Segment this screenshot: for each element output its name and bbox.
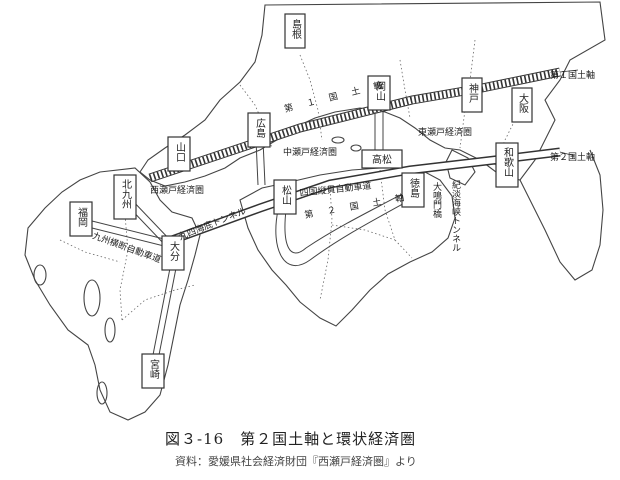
island [104, 317, 116, 343]
axis2-leader [559, 151, 576, 157]
kyushu-expressway-label: 九州横断自動車道 [91, 230, 163, 266]
city-label-shimane: 島根 [290, 18, 302, 40]
city-label-oita: 大分 [168, 240, 180, 262]
city-box-hiroshima: 広島 [247, 112, 271, 148]
city-box-matsuyama: 松山 [273, 179, 297, 215]
city-label-takamatsu: 高松 [372, 153, 392, 166]
prefecture-boundary [121, 284, 196, 321]
island [33, 264, 47, 286]
kitan-tunnel-label: 紀淡海峡トンネル [450, 179, 461, 252]
west-seto-label: 西瀬戸経済圏 [150, 184, 204, 196]
city-label-miyazaki: 宮崎 [148, 358, 160, 379]
city-box-fukuoka: 福岡 [69, 201, 93, 237]
city-box-osaka: 大阪 [511, 87, 533, 123]
city-label-kitakyushu: 北九州 [120, 179, 132, 209]
central-seto-label: 中瀬戸経済圏 [283, 146, 337, 158]
prefecture-boundary [331, 224, 396, 241]
figure-caption: 図３-16 第２国土軸と環状経済圏 資料：愛媛県社会経済財団『西瀬戸経済圏』より [165, 428, 605, 469]
kyushu-road [129, 197, 173, 243]
island [350, 144, 362, 152]
city-label-yamaguchi: 山口 [174, 142, 185, 162]
city-box-takamatsu: 高松 [361, 149, 403, 169]
city-label-osaka: 大阪 [517, 92, 529, 114]
prefecture-boundary [319, 185, 333, 301]
city-box-shimane: 島根 [284, 13, 306, 49]
island [96, 381, 108, 405]
kyushu-road [151, 257, 173, 361]
kyushu-road [79, 224, 173, 249]
city-box-miyazaki: 宮崎 [141, 353, 165, 389]
island [83, 279, 101, 317]
shikoku-coastline [239, 167, 456, 327]
axis1-end-label: 第１国土軸 [550, 69, 595, 81]
axis2-end-label: 第２国土軸 [550, 151, 595, 163]
island [331, 136, 345, 144]
kii-peninsula [519, 149, 604, 281]
city-label-hiroshima: 広島 [254, 117, 266, 139]
figure-title: 図３-16 第２国土軸と環状経済圏 [165, 430, 417, 448]
prefecture-boundary [399, 59, 411, 119]
city-box-kitakyushu: 北九州 [113, 174, 137, 220]
city-label-matsuyama: 松山 [280, 184, 292, 205]
city-box-yamaguchi: 山口 [167, 136, 191, 172]
prefecture-boundary [459, 39, 476, 149]
east-seto-label: 東瀬戸経済圏 [418, 126, 472, 138]
axis1-leader [559, 69, 579, 73]
prefecture-boundary [59, 239, 121, 263]
city-box-tokushima: 徳島 [401, 172, 425, 208]
city-label-tokushima: 徳島 [408, 177, 420, 199]
prefecture-boundary [379, 169, 413, 259]
bungo-tunnel-label: 九四海底トンネル [177, 205, 248, 243]
kyushu-road [157, 257, 179, 361]
figure-source: 資料：愛媛県社会経済財団『西瀬戸経済圏』より [175, 455, 417, 468]
city-box-kobe: 神戸 [461, 77, 483, 113]
city-label-wakayama: 和歌山 [502, 147, 514, 177]
kyushu-coastline [24, 167, 201, 421]
city-box-oita: 大分 [161, 235, 185, 271]
city-label-okayama: 岡山 [374, 81, 386, 101]
city-label-kobe: 神戸 [467, 82, 479, 104]
naruto-bridge-label: 大鳴門橋 [431, 181, 442, 219]
city-label-fukuoka: 福岡 [76, 206, 88, 228]
city-box-okayama: 岡山 [367, 75, 391, 111]
city-box-wakayama: 和歌山 [495, 142, 519, 188]
